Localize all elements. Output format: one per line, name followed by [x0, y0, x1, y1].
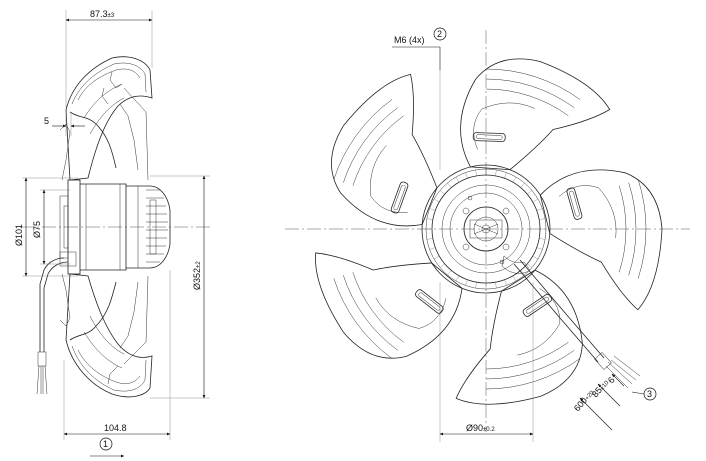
dim-cable: 600+20 85±10 6 3: [572, 373, 657, 431]
hub-rib: [536, 247, 543, 250]
hub-rib: [475, 169, 477, 176]
hub-rib: [512, 176, 517, 183]
dim-offset-label: 5: [44, 116, 49, 126]
side-lower-blade: [59, 273, 153, 398]
dim-depth: 87.3±3: [65, 9, 153, 108]
hub-rib: [465, 279, 468, 286]
hub-rib: [447, 270, 452, 276]
dim-overall: 104.8: [63, 270, 171, 440]
hub-rib: [429, 247, 436, 250]
hub-rib: [439, 263, 445, 268]
hub-rib: [504, 279, 507, 286]
hub-rib: [433, 255, 440, 260]
callout-1: 1: [90, 437, 125, 458]
hub-rib: [532, 198, 539, 203]
dim-overall-label: 104.8: [104, 423, 127, 433]
hub-rib: [539, 218, 546, 220]
hub-rib: [532, 255, 539, 260]
dim-diameter: Ø352±2: [150, 175, 210, 399]
dim-bolt-circle: Ø90±0.2: [439, 282, 534, 442]
callout-1-label: 1: [103, 439, 108, 449]
hub-rib: [495, 282, 497, 289]
front-blade: [539, 169, 663, 311]
hub-rib: [527, 263, 533, 268]
dim-cable-85-label: 85±10: [590, 377, 611, 399]
hub-rib: [433, 198, 440, 203]
screw-note: M6 (4x) 2: [392, 27, 447, 170]
side-upper-blade: [59, 56, 153, 181]
hub-rib: [447, 182, 452, 188]
hub-rib: [527, 190, 533, 195]
hub-rib: [520, 270, 525, 276]
side-cable: [36, 251, 77, 395]
hub-rib: [495, 169, 497, 176]
front-cable: [513, 259, 641, 389]
front-blade: [455, 269, 583, 405]
front-view: M6 (4x) 2 Ø90±0.2 600+20 85±10 6 3: [285, 27, 690, 442]
hub-rib: [455, 275, 460, 282]
hub-rib: [504, 172, 507, 179]
dim-depth-label: 87.3±3: [90, 9, 115, 19]
front-blade: [315, 252, 463, 359]
front-blade: [331, 73, 438, 227]
front-hub-ribs: [426, 169, 546, 289]
dim-hub-101-label: Ø101: [14, 224, 24, 246]
dim-hub-75-label: Ø75: [32, 221, 42, 238]
hub-rib: [439, 190, 445, 195]
hub-rib: [429, 208, 436, 211]
callout-2-label: 2: [437, 29, 442, 39]
hub-rib: [465, 172, 468, 179]
dim-bolt-circle-label: Ø90±0.2: [466, 423, 495, 433]
screw-label: M6 (4x): [394, 35, 425, 45]
callout-3-label: 3: [647, 389, 652, 399]
hub-rib: [536, 208, 543, 211]
hub-rib: [475, 282, 477, 289]
hub-rib: [455, 176, 460, 183]
side-view: 87.3±3 5 Ø101 Ø75 Ø352±2: [14, 9, 210, 458]
dim-offset: 5: [44, 114, 85, 136]
dim-cable-6-label: 6: [606, 375, 617, 385]
hub-rib: [539, 238, 546, 240]
hub-rib: [512, 275, 517, 282]
hub-rib: [520, 182, 525, 188]
dim-diameter-label: Ø352±2: [192, 261, 202, 290]
hub-rib: [426, 238, 433, 240]
hub-rib: [426, 218, 433, 220]
front-blade: [460, 58, 611, 171]
dim-hub: Ø101 Ø75: [14, 177, 78, 277]
side-hub: [59, 179, 171, 275]
front-blades: [315, 58, 663, 405]
